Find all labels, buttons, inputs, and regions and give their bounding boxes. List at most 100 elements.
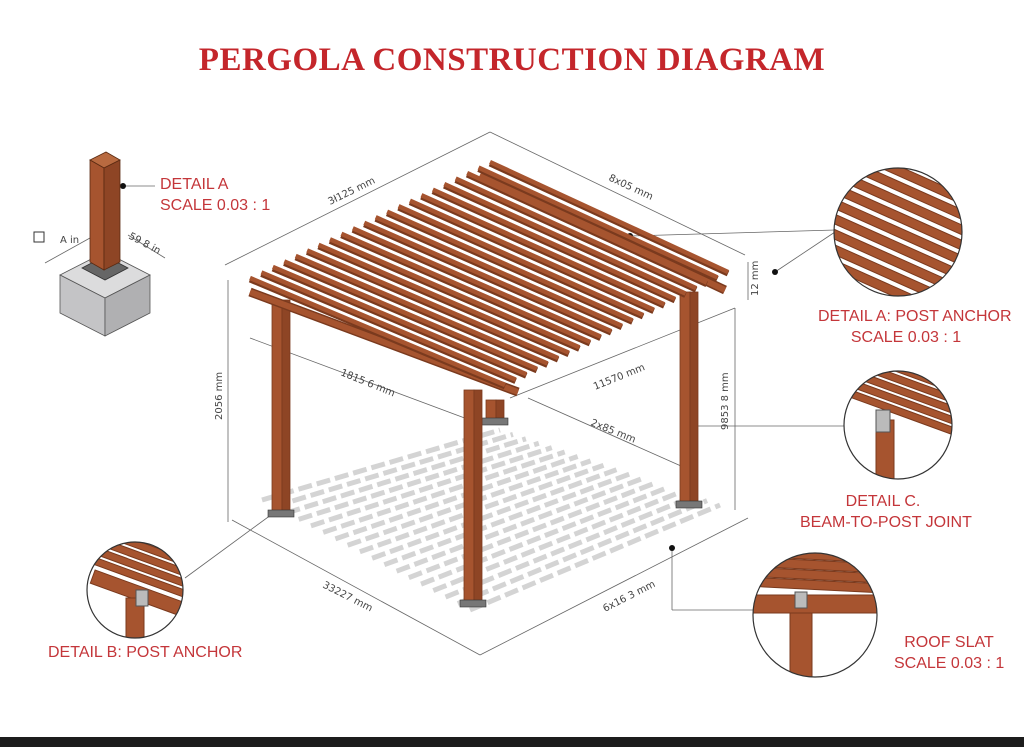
detail-a-label: DETAIL A SCALE 0.03 : 1: [160, 174, 270, 216]
pergola-posts: [267, 291, 703, 608]
roof-slat: [306, 248, 559, 361]
detail-post: [789, 612, 813, 677]
post-face: [463, 389, 475, 603]
roof-slat: [374, 215, 623, 328]
shadow-stripe: [469, 502, 721, 613]
detail-slat: [753, 566, 877, 584]
dim-base-right: 6x16 3 mm: [601, 579, 657, 615]
post-face: [271, 299, 283, 513]
roof-slat: [317, 242, 570, 355]
detail-slat: [834, 178, 962, 260]
diagram-title: PERGOLA CONSTRUCTION DIAGRAM: [198, 42, 826, 78]
post-side: [495, 399, 505, 421]
dim-front-right-beam: 11570 mm: [592, 362, 647, 393]
post-footing-detail: [33, 151, 151, 337]
roof-slat: [249, 275, 506, 388]
roof-slat: [420, 193, 666, 307]
dim-base-left: 33227 mm: [321, 580, 375, 615]
roof-slat: [386, 209, 634, 323]
detail-slat: [844, 375, 952, 443]
roof-slat: [294, 253, 549, 366]
shadow-stripe: [322, 449, 566, 535]
dim-slat-height: 12 mm: [750, 261, 761, 296]
roof-slat: [363, 220, 613, 334]
detail-slat: [753, 556, 877, 574]
shadow-stripe: [273, 432, 514, 509]
detail-c-title: DETAIL C.: [845, 493, 921, 510]
roof-slat: [466, 171, 708, 285]
detail-slat: [844, 371, 952, 415]
detail-post-anchor-title: DETAIL A: POST ANCHOR: [818, 308, 1012, 325]
roof-slat: [431, 187, 676, 301]
dim-post-a: A in: [60, 235, 79, 246]
shadow-stripe: [407, 480, 657, 580]
roof-slat: [260, 270, 517, 382]
roof-slat: [351, 226, 602, 339]
shadow-stripe: [310, 445, 553, 529]
dim-post-b: 59 8 in: [127, 231, 163, 257]
post-base-plate: [459, 599, 487, 608]
post-base-plate: [675, 500, 703, 509]
detail-slat: [87, 542, 183, 599]
detail-post-anchor-label: DETAIL A: POST ANCHOR SCALE 0.03 : 1: [818, 306, 1012, 348]
detail-bracket: [794, 591, 808, 609]
post-side: [689, 291, 699, 504]
post-face: [485, 399, 497, 421]
post-side: [281, 299, 291, 513]
dim-right-height: 9853 8 mm: [720, 372, 731, 430]
detail-a-scale: SCALE 0.03 : 1: [160, 197, 271, 214]
pergola-roof-slats: [248, 159, 730, 397]
detail-post-anchor-scale: SCALE 0.03 : 1: [850, 329, 962, 346]
roof-slat: [443, 182, 687, 296]
detail-a-title: DETAIL A: [160, 176, 229, 193]
detail-slat: [753, 553, 877, 564]
roof-slat: [271, 264, 528, 377]
roof-slat: [454, 176, 698, 291]
detail-slat: [834, 242, 959, 296]
post-face: [679, 291, 691, 504]
roof-slat: [397, 204, 644, 318]
shadow-stripe: [261, 427, 501, 503]
shadow-stripe: [346, 458, 592, 548]
post-base-plate: [267, 509, 295, 518]
bottom-bar: [0, 737, 1024, 747]
detail-slat: [837, 168, 962, 222]
detail-slat: [844, 371, 952, 434]
shadow-stripe: [395, 476, 644, 574]
post-side: [473, 389, 483, 603]
detail-bracket: [135, 589, 149, 607]
detail-slat: [87, 542, 183, 590]
shadow-stripe: [371, 467, 618, 561]
detail-c-subtitle: BEAM-TO-POST JOINT: [800, 514, 972, 531]
roof-slat: [329, 237, 581, 350]
dim-inner-span: 2x85 mm: [589, 418, 637, 446]
detail-slat: [844, 371, 952, 424]
detail-background: [844, 371, 952, 465]
roof-slat: [340, 231, 591, 345]
detail-slat: [87, 542, 183, 609]
post-base-plate: [481, 417, 509, 426]
roof-slat-label: ROOF SLAT SCALE 0.03 : 1: [894, 632, 1004, 674]
shadow-stripe: [420, 485, 670, 587]
shadow-stripe: [334, 454, 579, 542]
dim-top-left-edge: 3ł125 mm: [326, 175, 377, 207]
shadow-stripe: [359, 462, 605, 555]
shadow-stripe: [285, 436, 527, 516]
detail-beam: [753, 594, 877, 614]
shadow-stripe: [297, 440, 540, 522]
dim-top-right-edge: 8x05 mm: [607, 173, 655, 203]
roof-slat: [489, 159, 729, 275]
roof-slat: [409, 198, 655, 312]
detail-bracket: [875, 409, 891, 433]
shadow-stripe: [444, 493, 696, 600]
dim-left-height: 2056 mm: [214, 372, 225, 420]
detail-slat: [834, 191, 962, 273]
detail-slat: [87, 542, 183, 580]
detail-b-label: DETAIL B: POST ANCHOR: [48, 644, 243, 661]
detail-slat: [834, 204, 962, 286]
detail-slat: [753, 576, 877, 594]
roof-slat-title: ROOF SLAT: [904, 634, 994, 651]
roof-slat: [477, 165, 719, 280]
detail-post: [125, 597, 145, 638]
